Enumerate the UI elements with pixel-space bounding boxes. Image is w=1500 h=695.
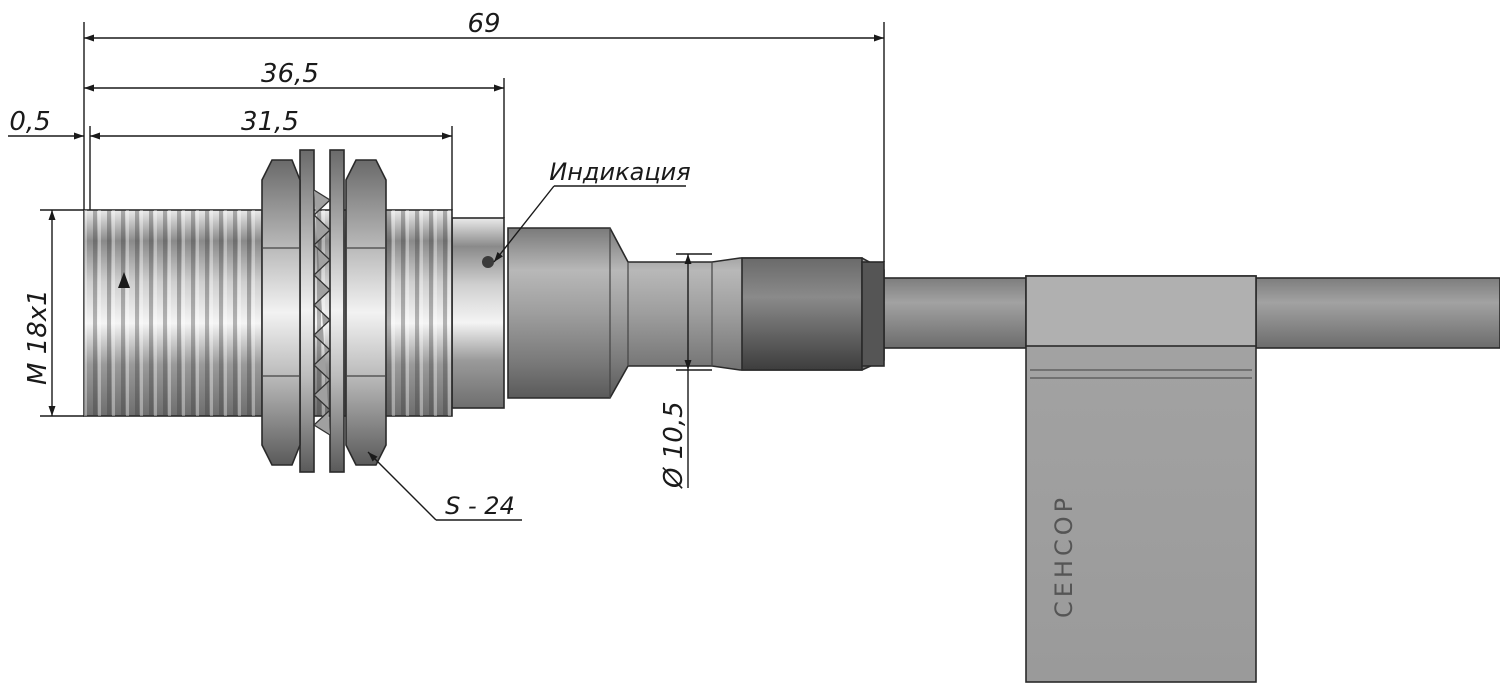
- dim-total-length-label: 69: [467, 9, 500, 39]
- callout-wrench-size: S - 24: [367, 451, 522, 521]
- dim-body-length-label: 36,5: [261, 59, 319, 89]
- dim-body-length: 36,5: [84, 59, 504, 92]
- dim-cable-diameter-label: Ø 10,5: [659, 401, 689, 489]
- dim-face-offset: 0,5: [8, 107, 84, 140]
- extension-lines: [40, 22, 885, 417]
- dim-total-length: 69: [84, 9, 884, 42]
- dim-thread-size: M 18x1: [23, 210, 56, 416]
- dim-cable-diameter: Ø 10,5: [659, 254, 692, 489]
- nut-left: [261, 159, 301, 466]
- dim-thread-length: 31,5: [90, 107, 452, 140]
- cable-gland: [507, 227, 885, 399]
- callout-indication-label: Индикация: [549, 158, 690, 186]
- arrow-marker-icon: [118, 272, 130, 288]
- dim-thread-length-label: 31,5: [241, 107, 299, 137]
- dim-face-offset-label: 0,5: [9, 107, 50, 137]
- label-tag: СЕНСОР: [1025, 275, 1257, 683]
- label-brand: СЕНСОР: [1050, 494, 1078, 618]
- nut-right: [345, 159, 387, 466]
- callout-indication: Индикация: [493, 158, 691, 263]
- indicator-ring: [451, 217, 505, 409]
- callout-wrench-size-label: S - 24: [445, 492, 515, 520]
- dim-thread-size-label: M 18x1: [23, 289, 53, 385]
- led-indicator-icon: [482, 256, 494, 268]
